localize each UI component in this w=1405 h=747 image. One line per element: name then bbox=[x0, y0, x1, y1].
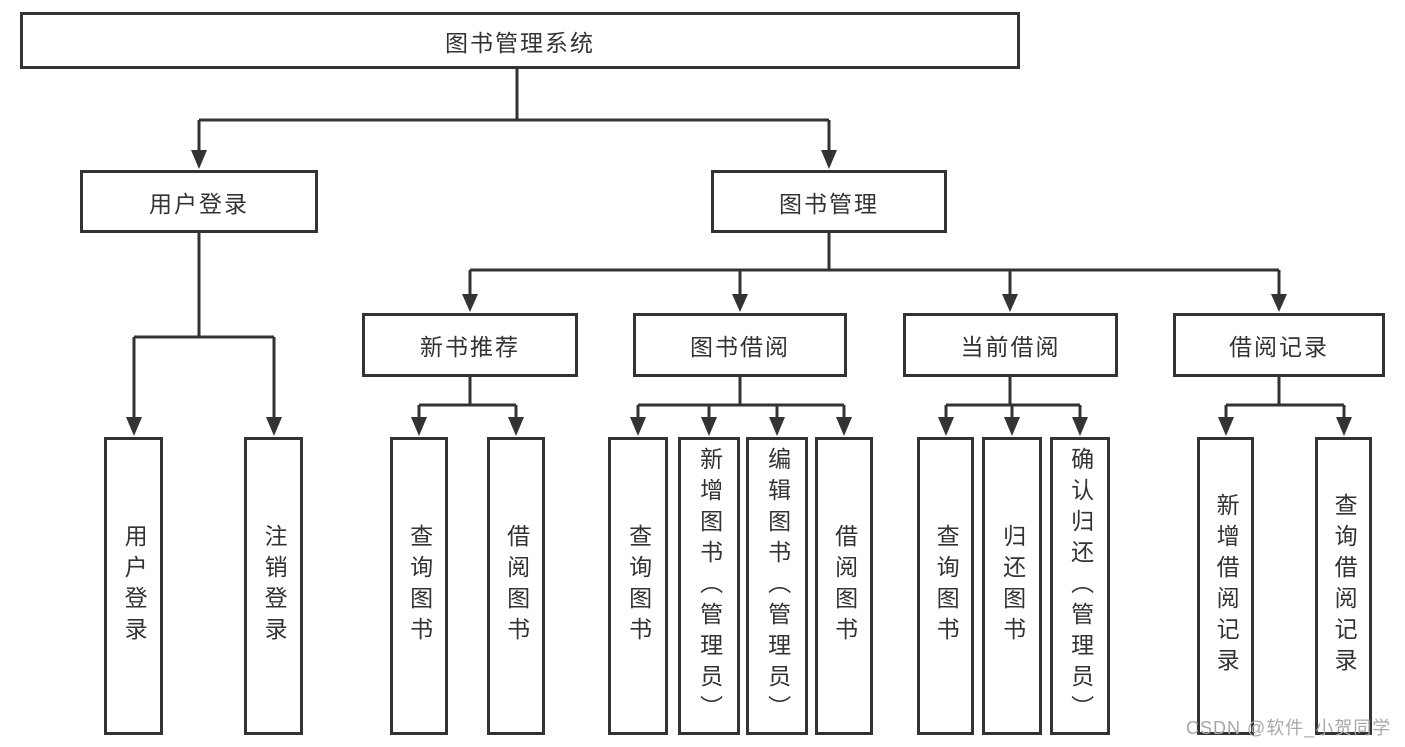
arrow-to-book-mgmt bbox=[821, 150, 837, 169]
leaf-logout: 注销登录 bbox=[244, 437, 303, 735]
arrow-leaf-10 bbox=[1072, 417, 1088, 436]
connector-borrow-record-to-leaves bbox=[1224, 377, 1346, 419]
leaf-return-books: 归还图书 bbox=[982, 437, 1042, 735]
node-label: 图书管理 bbox=[779, 190, 879, 217]
leaf-label: 新增借阅记录 bbox=[1213, 493, 1240, 679]
connector-new-book-to-leaves bbox=[417, 377, 518, 419]
arrow-leaf-4 bbox=[630, 417, 646, 436]
leaf-label: 查询借阅记录 bbox=[1331, 493, 1358, 679]
leaf-query-books-current: 查询图书 bbox=[917, 437, 974, 735]
arrow-leaf-11 bbox=[1218, 417, 1234, 436]
leaf-label: 查询图书 bbox=[933, 524, 960, 648]
arrow-to-book-borrow bbox=[732, 294, 748, 312]
arrow-to-new-book bbox=[462, 294, 478, 312]
arrow-to-leaf-user-login bbox=[126, 417, 142, 436]
csdn-watermark: CSDN @软件_小贺同学 bbox=[1186, 718, 1392, 738]
leaf-label: 确认归还（管理员） bbox=[1067, 446, 1094, 726]
leaf-query-borrow-record: 查询借阅记录 bbox=[1315, 437, 1372, 735]
node-user-login: 用户登录 bbox=[80, 170, 318, 233]
node-new-book-recommend: 新书推荐 bbox=[362, 313, 578, 377]
leaf-label: 借阅图书 bbox=[503, 524, 530, 648]
node-label: 当前借阅 bbox=[960, 334, 1061, 360]
leaf-user-login: 用户登录 bbox=[104, 437, 163, 735]
leaf-borrow-books: 借阅图书 bbox=[815, 437, 873, 735]
leaf-label: 查询图书 bbox=[625, 524, 652, 648]
leaf-add-borrow-record: 新增借阅记录 bbox=[1197, 437, 1254, 735]
connector-book-borrow-to-leaves bbox=[636, 377, 846, 419]
leaf-query-books-borrow: 查询图书 bbox=[608, 437, 668, 735]
node-label: 图书借阅 bbox=[690, 334, 790, 360]
arrow-to-current-borrow bbox=[1002, 294, 1018, 312]
arrow-leaf-6 bbox=[769, 417, 785, 436]
leaf-label: 借阅图书 bbox=[831, 524, 858, 648]
leaf-query-books-recommend: 查询图书 bbox=[390, 437, 448, 735]
node-label: 借阅记录 bbox=[1229, 334, 1329, 360]
leaf-label: 编辑图书（管理员） bbox=[764, 446, 791, 726]
connector-root-to-l2 bbox=[197, 69, 831, 152]
node-current-borrow: 当前借阅 bbox=[903, 313, 1118, 377]
arrow-leaf-8 bbox=[938, 417, 954, 436]
leaf-label: 查询图书 bbox=[406, 524, 433, 648]
leaf-label: 新增图书（管理员） bbox=[696, 446, 723, 726]
arrow-leaf-3 bbox=[508, 417, 524, 436]
arrow-to-leaf-logout bbox=[266, 417, 282, 436]
arrow-leaf-5 bbox=[701, 417, 717, 436]
arrow-leaf-7 bbox=[836, 417, 852, 436]
leaf-borrow-books-recommend: 借阅图书 bbox=[487, 437, 545, 735]
leaf-edit-books-admin: 编辑图书（管理员） bbox=[746, 437, 808, 735]
leaf-confirm-return-admin: 确认归还（管理员） bbox=[1050, 437, 1110, 735]
node-label: 图书管理系统 bbox=[445, 29, 595, 56]
leaf-add-books-admin: 新增图书（管理员） bbox=[678, 437, 740, 735]
node-label: 新书推荐 bbox=[420, 334, 520, 360]
arrow-to-user-login bbox=[191, 150, 207, 169]
arrow-leaf-12 bbox=[1336, 417, 1352, 436]
node-borrow-records: 借阅记录 bbox=[1173, 313, 1385, 377]
connector-book-mgmt-to-l3 bbox=[468, 233, 1281, 296]
node-book-management: 图书管理 bbox=[711, 170, 947, 233]
connector-current-borrow-to-leaves bbox=[944, 377, 1082, 419]
node-library-system: 图书管理系统 bbox=[20, 12, 1020, 69]
leaf-label: 注销登录 bbox=[261, 524, 288, 648]
arrow-leaf-9 bbox=[1004, 417, 1020, 436]
node-book-borrow: 图书借阅 bbox=[633, 313, 847, 377]
leaf-label: 用户登录 bbox=[121, 524, 148, 648]
leaf-label: 归还图书 bbox=[999, 524, 1026, 648]
arrow-to-borrow-record bbox=[1271, 294, 1287, 312]
arrow-leaf-2 bbox=[411, 417, 427, 436]
connector-user-login-to-leaves bbox=[132, 233, 276, 419]
node-label: 用户登录 bbox=[149, 190, 249, 217]
